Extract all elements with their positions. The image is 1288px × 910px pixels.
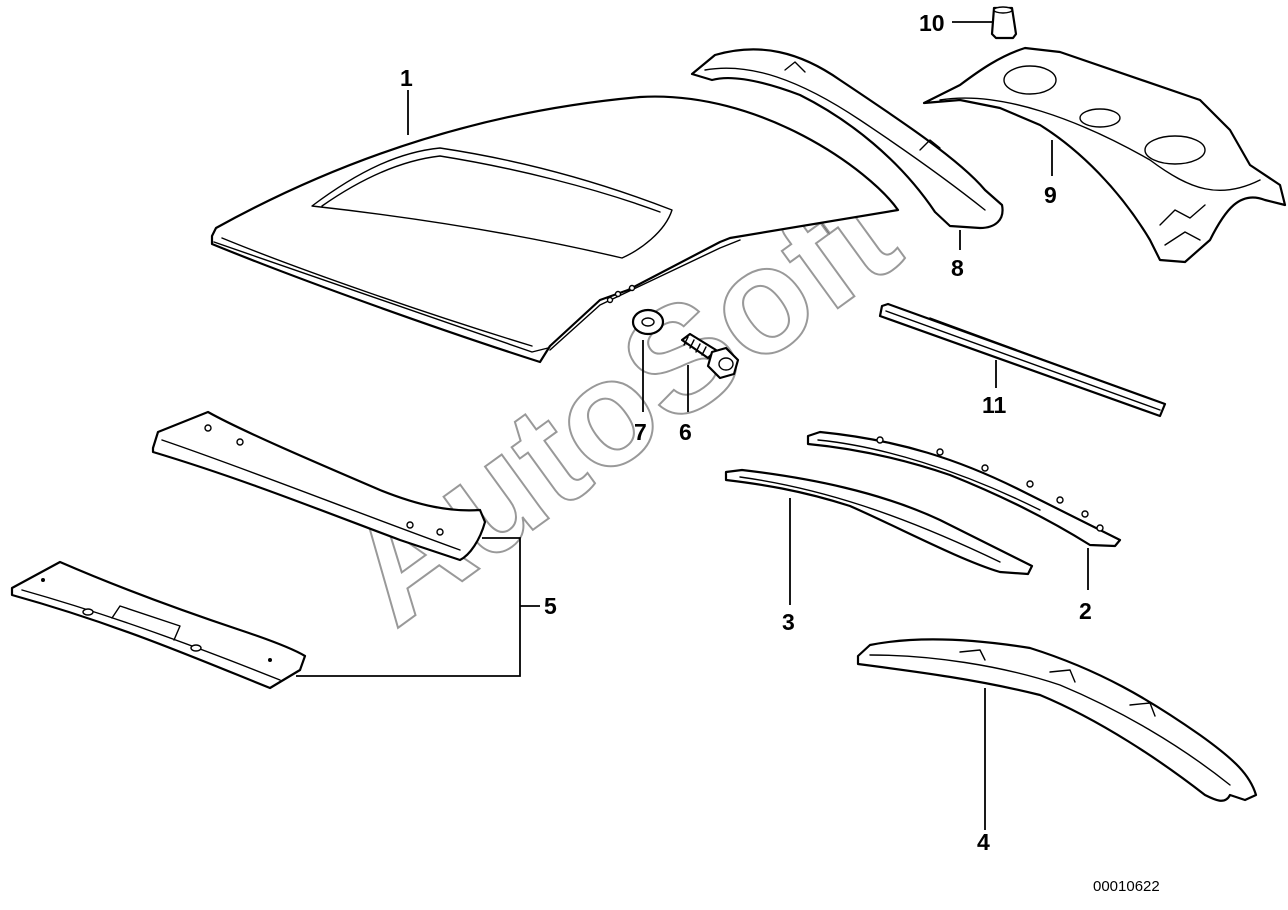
callout-3: 3 (782, 609, 795, 635)
callout-8: 8 (951, 255, 964, 281)
plug-part (990, 6, 1018, 40)
roof-panel-part (210, 95, 900, 364)
roof-rail-strip-part (878, 302, 1167, 418)
document-number: 00010622 (1093, 878, 1160, 895)
callout-5: 5 (544, 593, 557, 619)
callout-10: 10 (919, 10, 945, 36)
front-cross-member-part (856, 638, 1258, 802)
cover-strip-part (724, 468, 1034, 576)
rear-roof-frame-part (690, 48, 1004, 230)
side-roof-frame-part (806, 430, 1122, 548)
callout-labels: 1 2 3 4 5 6 7 8 9 10 11 (400, 10, 1092, 855)
callout-2: 2 (1079, 598, 1092, 624)
callout-6: 6 (679, 419, 692, 445)
front-roof-frame-upper-part (151, 410, 487, 562)
leader-5-bracket (296, 537, 540, 677)
callout-1: 1 (400, 65, 413, 91)
washer-part (631, 308, 665, 336)
callout-11: 11 (982, 392, 1007, 418)
rear-shelf-part (922, 46, 1287, 264)
callout-7: 7 (634, 419, 647, 445)
leader-lines (296, 21, 1089, 830)
front-roof-frame-lower-part (10, 560, 307, 690)
callout-9: 9 (1044, 182, 1057, 208)
bolt-part (680, 332, 740, 380)
callout-4: 4 (977, 829, 990, 855)
